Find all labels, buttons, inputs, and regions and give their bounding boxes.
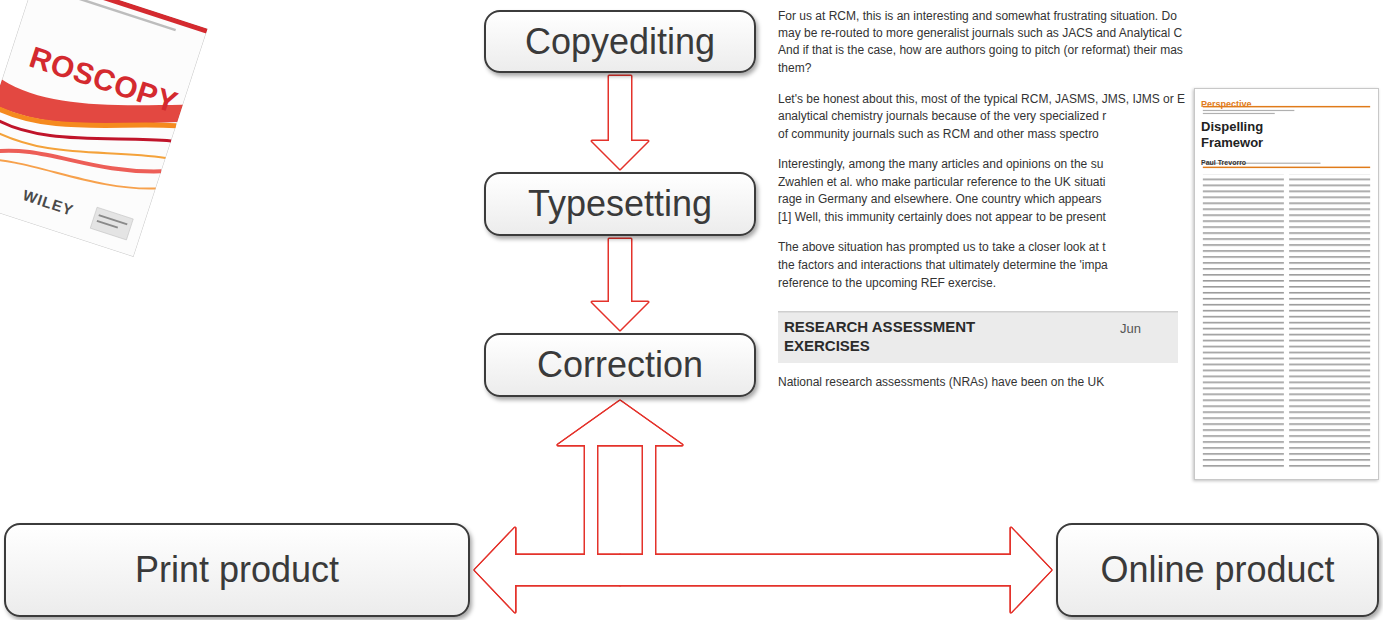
article-text-line-holder: them? [778,58,811,76]
article-text-line-holder: For us at RCM, this is an interesting an… [778,6,1177,24]
article-text-line-holder: National research assessments (NRAs) hav… [778,372,1104,390]
article-text-line-holder: rage in Germany and elsewhere. One count… [778,189,1102,207]
cover-art [0,0,208,257]
box-label: Print product [135,548,339,591]
thumbnail-text-column [1203,175,1284,469]
article-text-line-holder: [1] Well, this immunity certainly does n… [778,207,1106,225]
section-heading-holder: RESEARCH ASSESSMENT EXERCISES [784,317,1014,355]
journal-cover: ROSCOPYWILEY [0,0,208,257]
box-label: Correction [537,343,703,386]
article-text-line: Let's be honest about this, most of the … [778,92,1185,106]
thumbnail-kicker: Perspective [1201,99,1252,109]
article-text-line: And if that is the case, how are authors… [778,43,1183,57]
article-text-line-holder: Let's be honest about this, most of the … [778,89,1185,107]
arrow-outlines [475,76,1051,612]
article-text-line: rage in Germany and elsewhere. One count… [778,192,1102,206]
article-text-line-holder: Interestingly, among the many articles a… [778,154,1103,172]
article-text-line: The above situation has prompted us to t… [778,240,1106,254]
article-text-line: For us at RCM, this is an interesting an… [778,9,1177,23]
thumbnail-title: Dispelling [1201,119,1263,134]
thumbnail-rule [1203,167,1370,168]
article-text-line: Interestingly, among the many articles a… [778,157,1103,171]
article-text-line-holder: may be re-routed to more generalist jour… [778,23,1182,41]
cover-top-strip [35,0,208,33]
article-text-line: Zwahlen et al. who make particular refer… [778,175,1106,189]
section-heading-rule [778,311,1178,313]
article-text-line: may be re-routed to more generalist jour… [778,26,1182,40]
box-label: Online product [1100,548,1334,591]
cover-swirl [0,102,166,185]
output-box: Print product [4,523,470,617]
date-text-holder: Jun [1120,319,1141,337]
block-arrow [592,239,648,330]
article-text-line-holder: And if that is the case, how are authors… [778,40,1183,58]
output-box: Online product [1056,523,1379,617]
article-text-line: National research assessments (NRAs) hav… [778,375,1104,389]
thumbnail-text-column [1289,175,1370,469]
article-text-line-holder: of community journals such as RCM and ot… [778,124,1099,142]
cover-page [0,0,208,257]
process-box: Correction [484,333,756,397]
thumbnail-author: Paul Trevorro [1201,159,1246,166]
thumbnail-kicker-holder: Perspective [1201,93,1252,111]
thumbnail-title: Framewor [1201,135,1263,150]
section-heading-band [778,311,1178,363]
online-library-badge [90,207,133,240]
article-text-line-holder: Zwahlen et al. who make particular refer… [778,172,1106,190]
process-box: Copyediting [484,10,756,73]
article-text-line: analytical chemistry journals because of… [778,109,1106,123]
article-text-line-holder: the factors and interactions that ultima… [778,255,1108,273]
article-text-line: the factors and interactions that ultima… [778,258,1108,272]
arrow-fills [475,76,1051,612]
thumbnail-text-mark [1203,110,1295,111]
process-box: Typesetting [484,172,756,236]
block-arrow-fill [592,76,648,169]
article-text-line-holder: analytical chemistry journals because of… [778,106,1106,124]
box-label: Copyediting [525,20,715,63]
article-text-line: of community journals such as RCM and ot… [778,127,1099,141]
article-text-line: [1] Well, this immunity certainly does n… [778,210,1106,224]
article-text-line: them? [778,61,811,75]
thumbnail-title-holder: Dispelling [1201,117,1263,135]
block-arrow-fill [475,528,1051,612]
article-text-line: reference to the upcoming REF exercise. [778,276,996,290]
article-thumbnail: PerspectiveDispellingFrameworPaul Trevor… [1194,88,1379,480]
article-text-line-holder: The above situation has prompted us to t… [778,237,1106,255]
block-arrow [592,76,648,169]
box-label: Typesetting [528,182,712,225]
thumbnail-title-holder: Framewor [1201,133,1263,151]
block-arrow [475,528,1051,612]
section-heading: RESEARCH ASSESSMENT EXERCISES [784,318,975,354]
date-text: Jun [1120,321,1141,336]
article-text-line-holder: reference to the upcoming REF exercise. [778,273,996,291]
thumbnail-text-mark [1203,113,1275,114]
badge-mark [97,220,119,229]
block-arrow-fill [592,239,648,330]
thumbnail-author-holder: Paul Trevorro [1201,151,1246,169]
